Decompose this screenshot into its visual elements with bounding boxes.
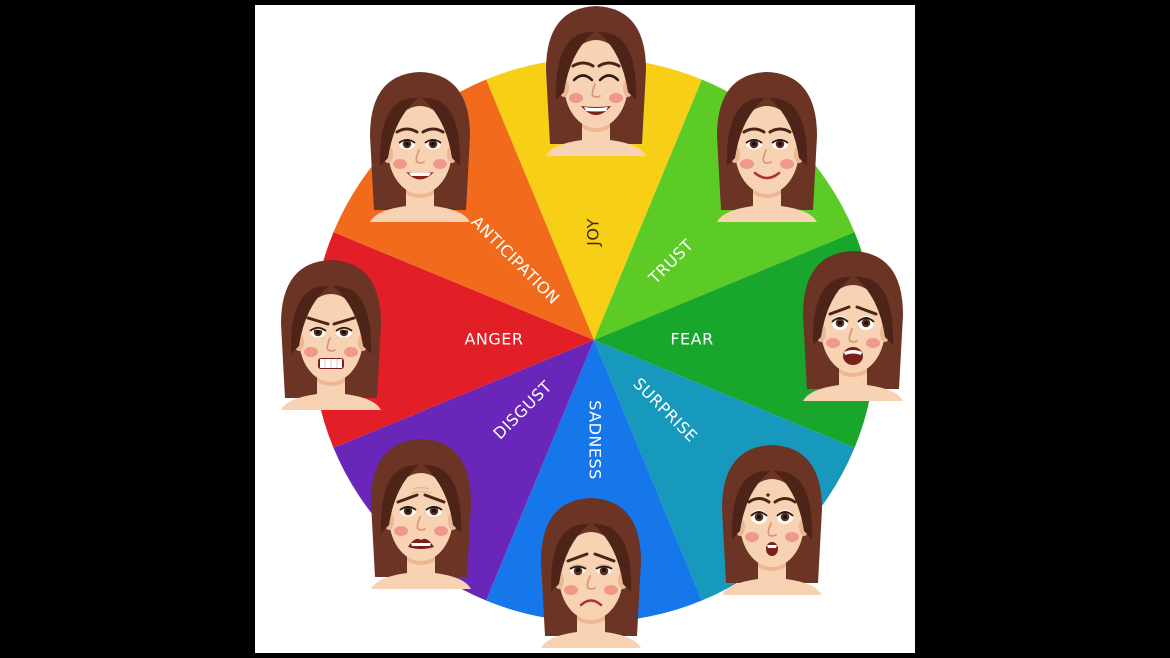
face-eager-illustration: [370, 72, 470, 222]
face-scared-illustration: [803, 251, 903, 401]
face-surprised-illustration: [722, 445, 822, 595]
segment-anger: [312, 232, 594, 448]
face-smiling-illustration: [717, 72, 817, 222]
segment-joy: [486, 58, 702, 340]
label-joy: JOY: [584, 218, 603, 247]
segment-sadness: [486, 340, 702, 622]
face-laughing-illustration: [546, 6, 646, 156]
face-angry-illustration: [281, 260, 381, 410]
face-sad-illustration: [541, 498, 641, 648]
label-anger: ANGER: [464, 330, 523, 349]
label-sadness: SADNESS: [586, 400, 605, 480]
label-fear: FEAR: [670, 330, 713, 349]
face-illustrations: [281, 6, 903, 648]
segment-fear: [594, 232, 876, 448]
face-disgusted-illustration: [371, 439, 471, 589]
